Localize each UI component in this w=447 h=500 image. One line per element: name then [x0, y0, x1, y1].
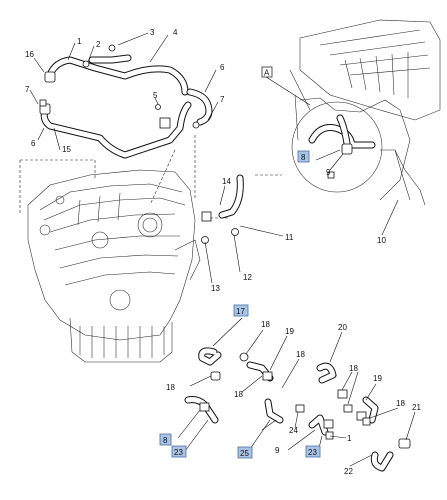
callout-18-d: 18 — [234, 390, 243, 399]
inset-vehicle-body — [289, 19, 441, 206]
callout-12: 12 — [243, 273, 252, 282]
callout-labels: 1 2 3 4 16 7 5 6 7 6 15 14 11 12 13 9 10… — [25, 28, 421, 476]
box-17: 17 — [236, 307, 245, 316]
callout-22: 22 — [344, 467, 353, 476]
callout-4: 4 — [173, 28, 178, 37]
callout-18-b: 18 — [296, 350, 305, 359]
view-label-a: A — [264, 69, 270, 78]
inset-detail-circle — [291, 101, 383, 193]
callout-11: 11 — [285, 233, 294, 242]
box-25: 25 — [240, 449, 249, 458]
callout-24: 24 — [289, 426, 298, 435]
callout-18-f: 18 — [396, 399, 405, 408]
callout-18-a: 18 — [261, 320, 270, 329]
callout-7-right: 7 — [220, 95, 225, 104]
callout-6-left: 6 — [31, 139, 36, 148]
callout-1-top: 1 — [77, 37, 82, 46]
upper-hose-assembly — [39, 44, 213, 159]
box-8-lower: 8 — [163, 436, 168, 445]
callout-19-b: 19 — [373, 374, 382, 383]
box-23-right: 23 — [308, 448, 317, 457]
callout-20: 20 — [338, 323, 347, 332]
callout-15: 15 — [62, 145, 71, 154]
callout-13: 13 — [211, 284, 220, 293]
callout-9-top: 9 — [326, 168, 331, 177]
callout-1-lower: 1 — [347, 434, 352, 443]
callout-18-c: 18 — [166, 383, 175, 392]
boxed-labels: A 8 17 8 23 25 23 — [159, 66, 321, 459]
callout-3: 3 — [150, 28, 155, 37]
engine-assembly — [27, 169, 201, 363]
callout-14: 14 — [222, 177, 231, 186]
mid-hose — [201, 174, 244, 244]
callout-7-left: 7 — [25, 85, 30, 94]
guide-lines — [19, 135, 282, 219]
callout-18-e: 18 — [349, 364, 358, 373]
box-8-top: 8 — [301, 153, 306, 162]
callout-10: 10 — [377, 236, 386, 245]
box-23-left: 23 — [174, 448, 183, 457]
callout-21: 21 — [412, 403, 421, 412]
callout-6-right: 6 — [220, 63, 225, 72]
lower-hose-group — [184, 347, 411, 472]
callout-9-lower: 9 — [275, 446, 280, 455]
callout-16: 16 — [25, 50, 34, 59]
callout-19-a: 19 — [285, 327, 294, 336]
leader-lines — [29, 32, 416, 467]
callout-5: 5 — [153, 91, 158, 100]
callout-2: 2 — [96, 40, 101, 49]
